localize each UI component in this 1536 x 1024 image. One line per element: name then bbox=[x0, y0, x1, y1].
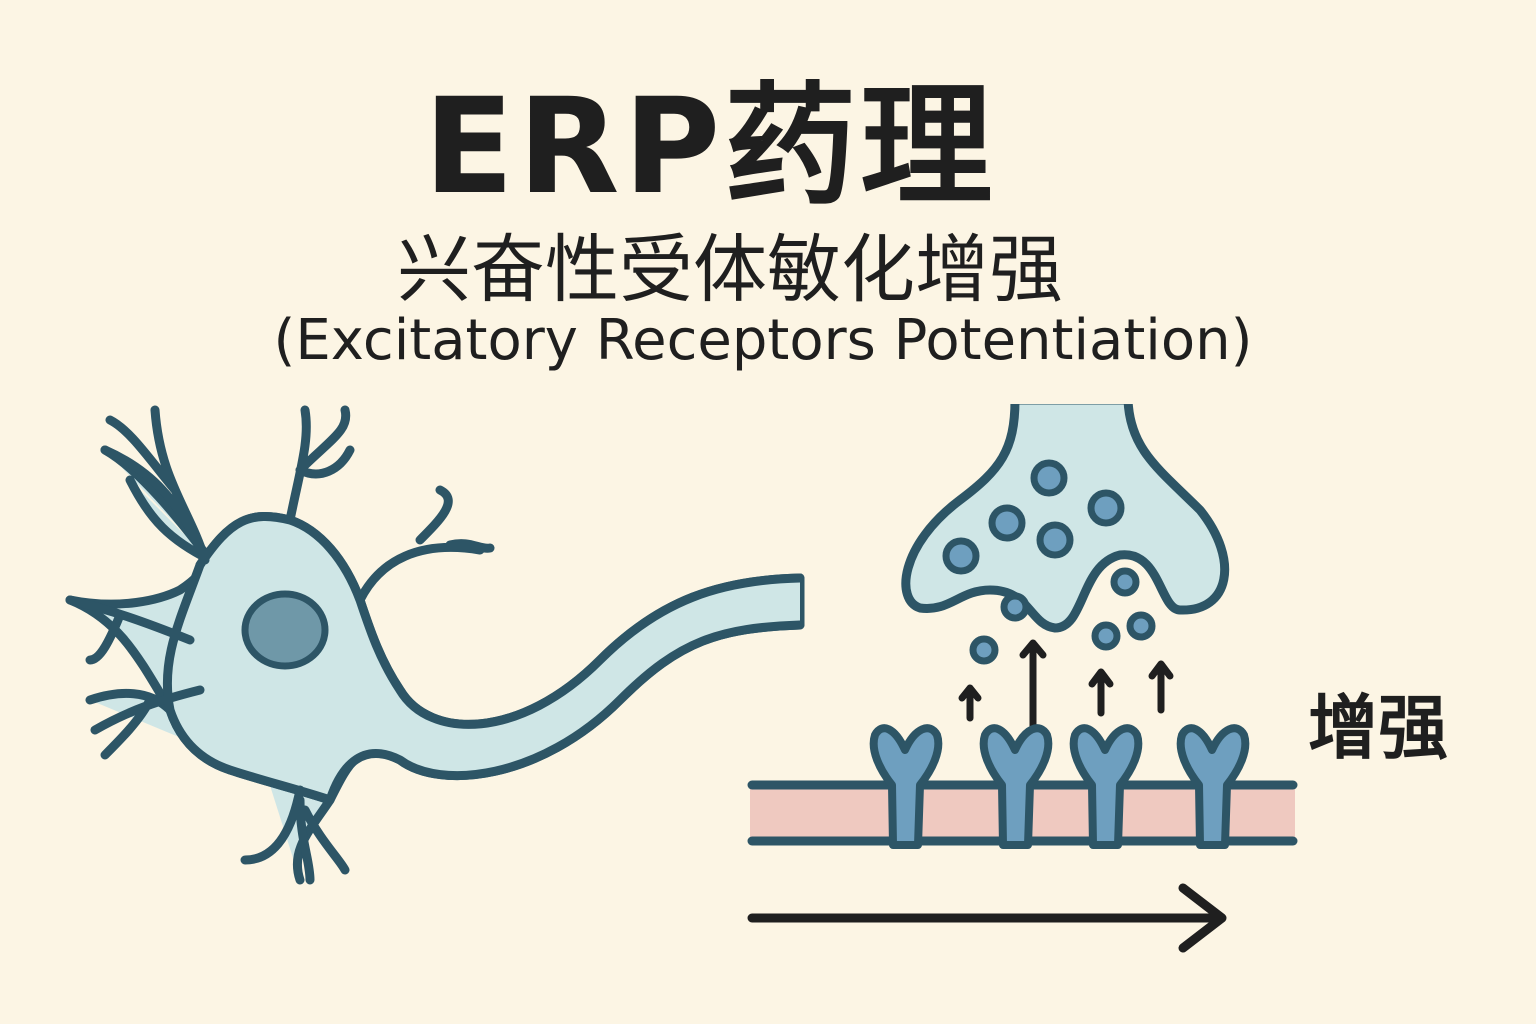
title: ERP药理 bbox=[423, 70, 997, 224]
receptor bbox=[869, 724, 943, 849]
nucleus bbox=[241, 590, 329, 670]
vesicles bbox=[942, 459, 1156, 665]
enhance-label: 增强 bbox=[1308, 687, 1448, 769]
neuron bbox=[65, 405, 805, 885]
presynaptic-terminal bbox=[901, 392, 1230, 665]
subtitle-english: (Excitatory Receptors Potentiation) bbox=[273, 308, 1253, 373]
receptor bbox=[979, 724, 1053, 849]
subtitle-chinese: 兴奋性受体敏化增强 bbox=[397, 227, 1063, 313]
up-arrows bbox=[958, 639, 1174, 732]
receptor bbox=[1069, 724, 1143, 849]
dendrites bbox=[65, 405, 805, 885]
receptor bbox=[1176, 724, 1250, 849]
receptors bbox=[869, 724, 1250, 849]
direction-arrow bbox=[747, 883, 1227, 953]
